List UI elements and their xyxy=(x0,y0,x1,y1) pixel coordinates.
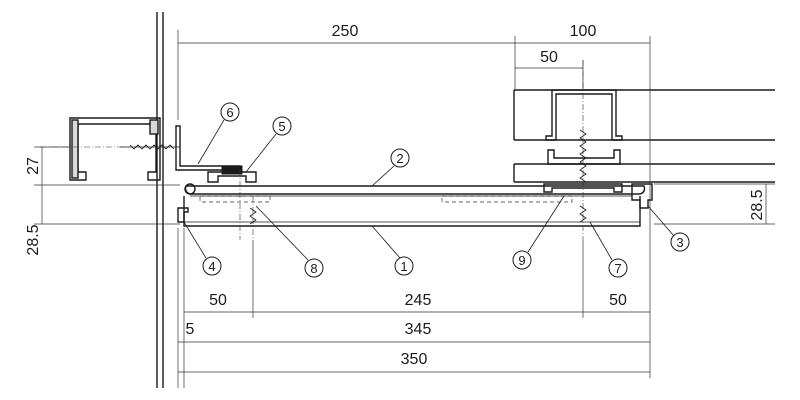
dim-bottom-50-left: 50 xyxy=(209,292,227,309)
callout-5: 5 xyxy=(245,116,292,173)
dim-bottom-50-right: 50 xyxy=(609,292,627,309)
callout-8: 8 xyxy=(255,205,324,278)
dim-bottom-5: 5 xyxy=(186,321,195,338)
hanger-clip-right xyxy=(543,183,623,193)
svg-text:3: 3 xyxy=(676,235,683,250)
svg-text:5: 5 xyxy=(278,119,285,134)
svg-text:9: 9 xyxy=(518,253,525,268)
dimension-lines xyxy=(34,30,775,388)
callout-6: 6 xyxy=(197,102,240,165)
wall xyxy=(156,12,164,388)
dim-top-100: 100 xyxy=(570,23,597,40)
svg-text:4: 4 xyxy=(208,259,215,274)
callout-3: 3 xyxy=(647,205,690,252)
dim-top-50: 50 xyxy=(540,49,558,66)
dim-bottom-345: 345 xyxy=(405,321,432,338)
svg-text:6: 6 xyxy=(226,105,233,120)
dim-bottom-350: 350 xyxy=(401,351,428,368)
ceiling-joist xyxy=(513,60,775,240)
callout-9: 9 xyxy=(512,195,565,270)
dim-bottom-245: 245 xyxy=(405,292,432,309)
callout-4: 4 xyxy=(183,221,222,276)
svg-text:8: 8 xyxy=(310,261,317,276)
panel-screws xyxy=(239,170,587,240)
wall-stud-channel xyxy=(40,117,180,181)
ceiling-panel-upper xyxy=(184,183,646,203)
edge-trim xyxy=(177,207,189,223)
svg-text:7: 7 xyxy=(614,261,621,276)
svg-text:1: 1 xyxy=(400,259,407,274)
dim-left-27: 27 xyxy=(25,157,42,175)
wall-angle-bracket xyxy=(175,125,241,171)
callout-2: 2 xyxy=(371,148,410,187)
dim-right-28-5: 28.5 xyxy=(749,189,766,220)
end-profile xyxy=(631,183,653,209)
dim-top-250: 250 xyxy=(332,23,359,40)
dim-left-28-5: 28.5 xyxy=(25,224,42,255)
callout-1: 1 xyxy=(371,225,414,276)
callout-7: 7 xyxy=(589,221,628,278)
hanger-clip-left xyxy=(207,165,257,183)
ceiling-panel-lower xyxy=(183,195,641,227)
svg-text:2: 2 xyxy=(396,151,403,166)
